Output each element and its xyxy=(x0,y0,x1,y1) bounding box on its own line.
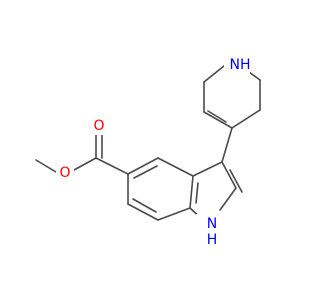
bond xyxy=(35,159,57,173)
bond xyxy=(195,182,199,204)
bond xyxy=(157,207,191,221)
atom-n-indole: N xyxy=(207,216,217,232)
bond xyxy=(157,157,194,177)
atom-o-ester: O xyxy=(59,165,70,181)
bond xyxy=(127,203,159,221)
atom-o-carbonyl: O xyxy=(93,118,104,134)
bond xyxy=(189,175,194,209)
bond xyxy=(73,157,97,171)
bonds xyxy=(35,63,261,223)
bond xyxy=(221,161,237,189)
bond xyxy=(127,157,159,175)
molecule-canvas: NH O O N H xyxy=(35,56,261,248)
bond xyxy=(219,187,237,211)
bond xyxy=(229,169,243,193)
bond xyxy=(95,157,129,175)
bond xyxy=(203,65,225,83)
bond xyxy=(192,161,223,177)
atom-nh-piperidine: NH xyxy=(230,57,251,73)
atom-h-indole: H xyxy=(207,232,218,248)
bond xyxy=(133,165,158,179)
atom-labels: NH O O N H xyxy=(56,56,251,248)
bond xyxy=(132,198,157,213)
molecule-structure: NH O O N H xyxy=(35,56,261,248)
bond xyxy=(207,110,227,123)
bond xyxy=(231,109,261,129)
bond xyxy=(203,111,233,129)
bond xyxy=(221,127,233,163)
